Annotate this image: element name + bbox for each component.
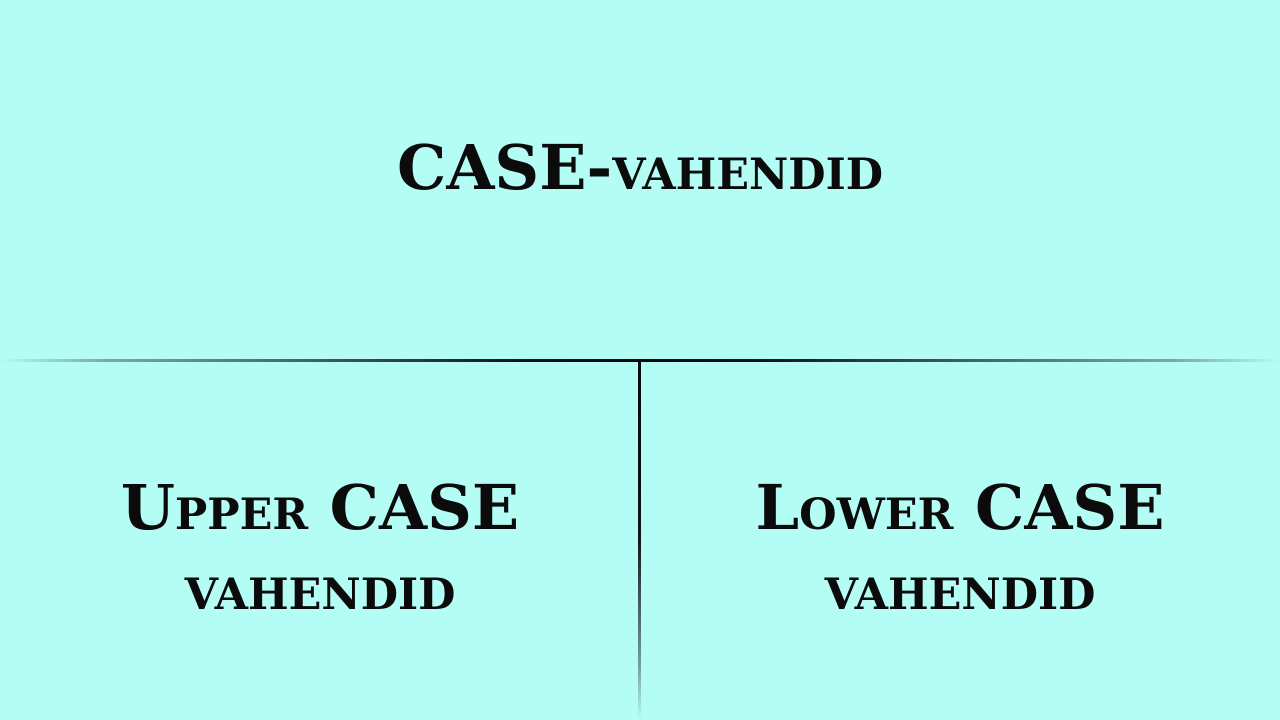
- title-main: CASE: [396, 131, 587, 204]
- branch-lower-case-line1: Lower CASE: [755, 471, 1165, 544]
- branch-upper-case-line1: Upper CASE: [120, 471, 520, 544]
- branch-lower-case-line2: vahendid: [824, 551, 1096, 624]
- branch-upper-case-line2: vahendid: [184, 551, 456, 624]
- branch-lower-case: Lower CASE vahendid: [640, 468, 1280, 628]
- branch-upper-case: Upper CASE vahendid: [0, 468, 640, 628]
- vertical-divider: [638, 360, 641, 720]
- title-suffix: -vahendid: [586, 131, 883, 204]
- diagram-title: CASE-vahendid: [0, 130, 1280, 206]
